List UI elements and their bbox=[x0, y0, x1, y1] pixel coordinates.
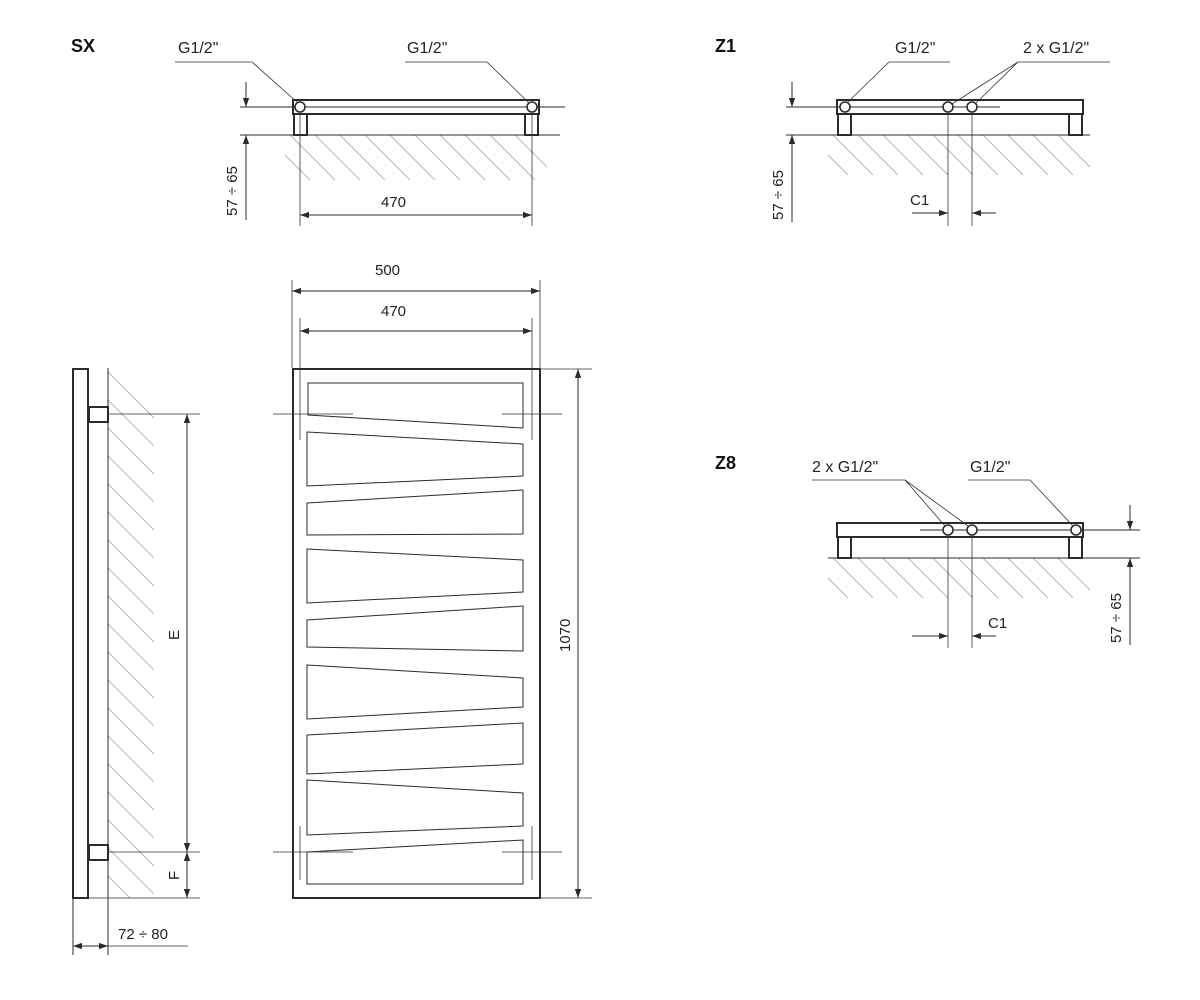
sx-conn-right-label: G1/2" bbox=[407, 40, 447, 57]
side-radiator-panel bbox=[72, 368, 89, 899]
z1-conn-single-label: G1/2" bbox=[895, 40, 935, 57]
side-mount-spacing-label: E bbox=[166, 630, 183, 640]
front-height-label: 1070 bbox=[557, 619, 574, 652]
sx-height-range-label: 57 ÷ 65 bbox=[224, 166, 241, 216]
z1-radiator-bar bbox=[836, 99, 1084, 115]
z1-bracket-left bbox=[837, 113, 852, 136]
z8-height-range-label: 57 ÷ 65 bbox=[1108, 593, 1125, 643]
side-bracket-bottom bbox=[88, 844, 109, 861]
slot-4 bbox=[306, 548, 524, 604]
front-outer-width-label: 500 bbox=[375, 262, 400, 279]
z8-bracket-left bbox=[837, 536, 852, 559]
z1-pipe-left bbox=[839, 101, 851, 113]
z1-bracket-right bbox=[1068, 113, 1083, 136]
front-inner-width-label: 470 bbox=[381, 303, 406, 320]
z8-pipe-right bbox=[1070, 524, 1082, 536]
sx-title: SX bbox=[71, 36, 95, 56]
slot-2 bbox=[306, 431, 524, 487]
z8-conn-double-label: 2 x G1/2" bbox=[812, 459, 878, 476]
z1-height-range-label: 57 ÷ 65 bbox=[770, 170, 787, 220]
slot-1 bbox=[307, 382, 524, 429]
side-bracket-top bbox=[88, 406, 109, 423]
slot-8 bbox=[306, 779, 524, 836]
slot-9 bbox=[306, 839, 524, 885]
z8-view: Z8 2 x G1/2" G1/2" 57 bbox=[715, 453, 1140, 648]
sx-pipe-right bbox=[526, 101, 538, 113]
sx-wall-hatch bbox=[285, 135, 547, 180]
side-wall-distance-label: 72 ÷ 80 bbox=[118, 926, 168, 943]
sx-radiator-bar bbox=[292, 99, 540, 115]
z8-title: Z8 bbox=[715, 453, 736, 473]
z1-spacing-label: C1 bbox=[910, 192, 929, 209]
radiator-frame bbox=[292, 368, 541, 899]
z1-wall-hatch bbox=[828, 135, 1090, 175]
z8-radiator-bar bbox=[836, 522, 1084, 538]
z8-wall-hatch bbox=[828, 558, 1090, 598]
sx-width-label: 470 bbox=[381, 194, 406, 211]
z1-view: Z1 G1/2" 2 x G1/2" 57 bbox=[715, 36, 1110, 226]
z8-bracket-right bbox=[1068, 536, 1083, 559]
sx-bracket-left bbox=[293, 113, 308, 136]
z8-pipe-mid bbox=[966, 524, 978, 536]
z8-conn-single-label: G1/2" bbox=[970, 459, 1010, 476]
z1-pipe-mid bbox=[942, 101, 954, 113]
z1-title: Z1 bbox=[715, 36, 736, 56]
side-wall-hatch bbox=[108, 371, 154, 898]
side-bottom-offset-label: F bbox=[166, 871, 183, 880]
slot-6 bbox=[306, 664, 524, 720]
sx-conn-left-label: G1/2" bbox=[178, 40, 218, 57]
sx-bracket-right bbox=[524, 113, 539, 136]
front-view: 500 470 1070 bbox=[273, 262, 592, 899]
z1-conn-double-label: 2 x G1/2" bbox=[1023, 40, 1089, 57]
sx-view: SX G1/2" G1/2" bbox=[71, 36, 565, 226]
slot-5 bbox=[306, 605, 524, 652]
z8-spacing-label: C1 bbox=[988, 615, 1007, 632]
sx-pipe-left bbox=[294, 101, 306, 113]
side-view: E F 72 ÷ 80 bbox=[72, 368, 200, 955]
slot-3 bbox=[306, 489, 524, 536]
slot-7 bbox=[306, 722, 524, 775]
z8-pipe-left bbox=[942, 524, 954, 536]
radiator-slots bbox=[306, 382, 524, 885]
